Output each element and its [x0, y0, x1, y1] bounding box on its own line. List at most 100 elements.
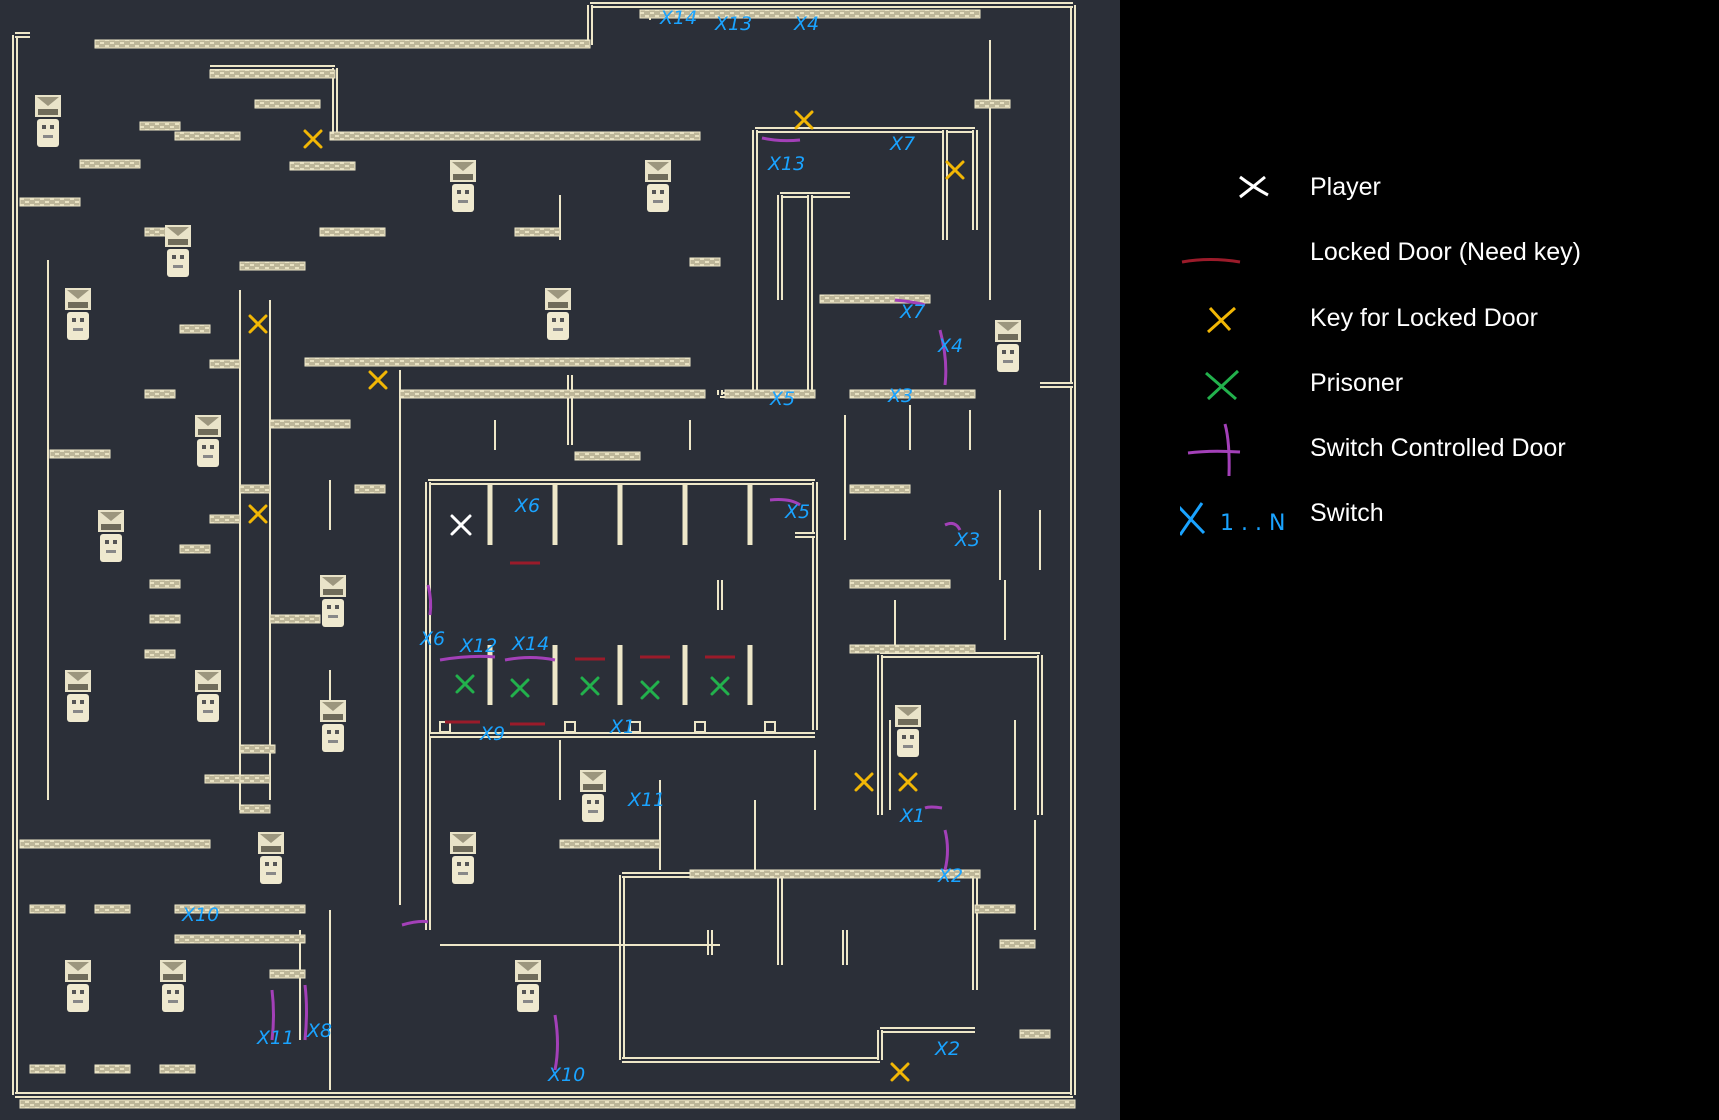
floor-switch-plate — [764, 721, 776, 733]
switch-controlled-door — [924, 805, 943, 810]
doors — [270, 136, 962, 1071]
legend-label-switch: Switch — [1310, 499, 1384, 527]
brick-platform — [819, 294, 931, 304]
guard-statue — [165, 225, 191, 277]
brick-platform — [149, 579, 181, 589]
brick-platform — [269, 419, 351, 429]
legend-label-prisoner: Prisoner — [1310, 369, 1404, 397]
legend-label-player: Player — [1310, 173, 1381, 201]
brick-platform — [144, 649, 176, 659]
legend-label-locked-door: Locked Door (Need key) — [1310, 238, 1581, 266]
brick-platform — [974, 99, 1011, 109]
key-marker — [248, 314, 268, 334]
brick-platform — [269, 969, 306, 979]
brick-platform — [239, 804, 271, 814]
brick-platform — [19, 1099, 1076, 1109]
player-marker — [450, 514, 472, 536]
switch-controlled-door — [439, 654, 496, 662]
brick-platform — [209, 359, 241, 369]
legend-item-prisoner: Prisoner — [1120, 353, 1719, 413]
switch-controlled-door — [943, 829, 949, 871]
brick-platform — [144, 389, 176, 399]
brick-platform — [589, 839, 661, 849]
brick-platform — [239, 484, 271, 494]
brick-platform — [974, 904, 1016, 914]
switch-label: X4 — [937, 335, 963, 357]
switch-controlled-door — [938, 329, 948, 386]
switch-controlled-door — [944, 521, 962, 531]
guard-statue — [98, 510, 124, 562]
brick-platform — [49, 449, 111, 459]
brick-platform — [174, 934, 306, 944]
brick-platform — [239, 261, 306, 271]
brick-platform — [174, 131, 241, 141]
locked-door-line-icon — [1181, 258, 1241, 264]
brick-platform — [209, 69, 336, 79]
brick-platform — [94, 39, 591, 49]
switch-label: X6 — [419, 628, 445, 650]
brick-platform — [574, 451, 641, 461]
switch-label: X9 — [479, 723, 505, 745]
switch-controlled-door — [270, 989, 275, 1041]
switch-label: X1 — [609, 716, 635, 738]
switch-label: X14 — [659, 7, 697, 29]
legend-label-switch-door: Switch Controlled Door — [1310, 434, 1566, 462]
brick-platform — [269, 614, 321, 624]
brick-platform — [79, 159, 141, 169]
guard-statue — [195, 415, 221, 467]
brick-platform — [849, 484, 911, 494]
switch-controlled-door — [553, 1014, 559, 1071]
switch-label: X14 — [511, 633, 549, 655]
legend-item-player: Player — [1120, 157, 1719, 217]
key-marker — [890, 1062, 910, 1082]
switch-controlled-door — [761, 136, 801, 143]
guard-statue — [35, 95, 61, 147]
brick-platform — [724, 389, 816, 399]
brick-platform — [1019, 1029, 1051, 1039]
brick-platform — [139, 121, 181, 131]
switch-label: X7 — [899, 301, 925, 323]
switch-controlled-door — [769, 498, 801, 507]
switch-controlled-door — [894, 298, 926, 307]
switch-controlled-door — [504, 656, 556, 662]
guard-statue — [895, 705, 921, 757]
switch-label: X5 — [784, 501, 810, 523]
brick-platform — [174, 904, 306, 914]
maze-walls — [12, 2, 1076, 1098]
map-markers — [248, 110, 965, 1082]
brick-platform — [329, 131, 701, 141]
guard-statue — [515, 960, 541, 1012]
switch-label: X13 — [767, 153, 805, 175]
key-marker — [303, 129, 323, 149]
switch-label: X2 — [934, 1038, 960, 1060]
key-marker — [898, 772, 918, 792]
key-marker — [854, 772, 874, 792]
switch-label: X3 — [954, 529, 980, 551]
brick-platform — [849, 389, 976, 399]
brick-platform — [179, 324, 211, 334]
switch-controlled-door — [303, 984, 308, 1041]
brick-platform — [94, 1064, 131, 1074]
guard-statue — [645, 160, 671, 212]
guard-statue — [65, 288, 91, 340]
brick-platform — [239, 744, 276, 754]
prisoner-marker — [710, 676, 730, 696]
player-x-icon — [1239, 175, 1269, 199]
guard-statue — [195, 670, 221, 722]
switch-label: X12 — [459, 635, 497, 657]
switch-x-icon — [1180, 502, 1206, 536]
brick-platform — [689, 257, 721, 267]
brick-platform — [849, 579, 951, 589]
prisoner-marker — [510, 678, 530, 698]
brick-platform — [254, 99, 321, 109]
switch-label: X5 — [769, 388, 795, 410]
brick-platform — [689, 869, 981, 879]
brick-platform — [354, 484, 386, 494]
brick-platform — [179, 544, 211, 554]
guard-statue — [320, 700, 346, 752]
guard-statue — [65, 670, 91, 722]
switch-controlled-door — [426, 584, 433, 616]
switch-label: X11 — [256, 1027, 294, 1049]
